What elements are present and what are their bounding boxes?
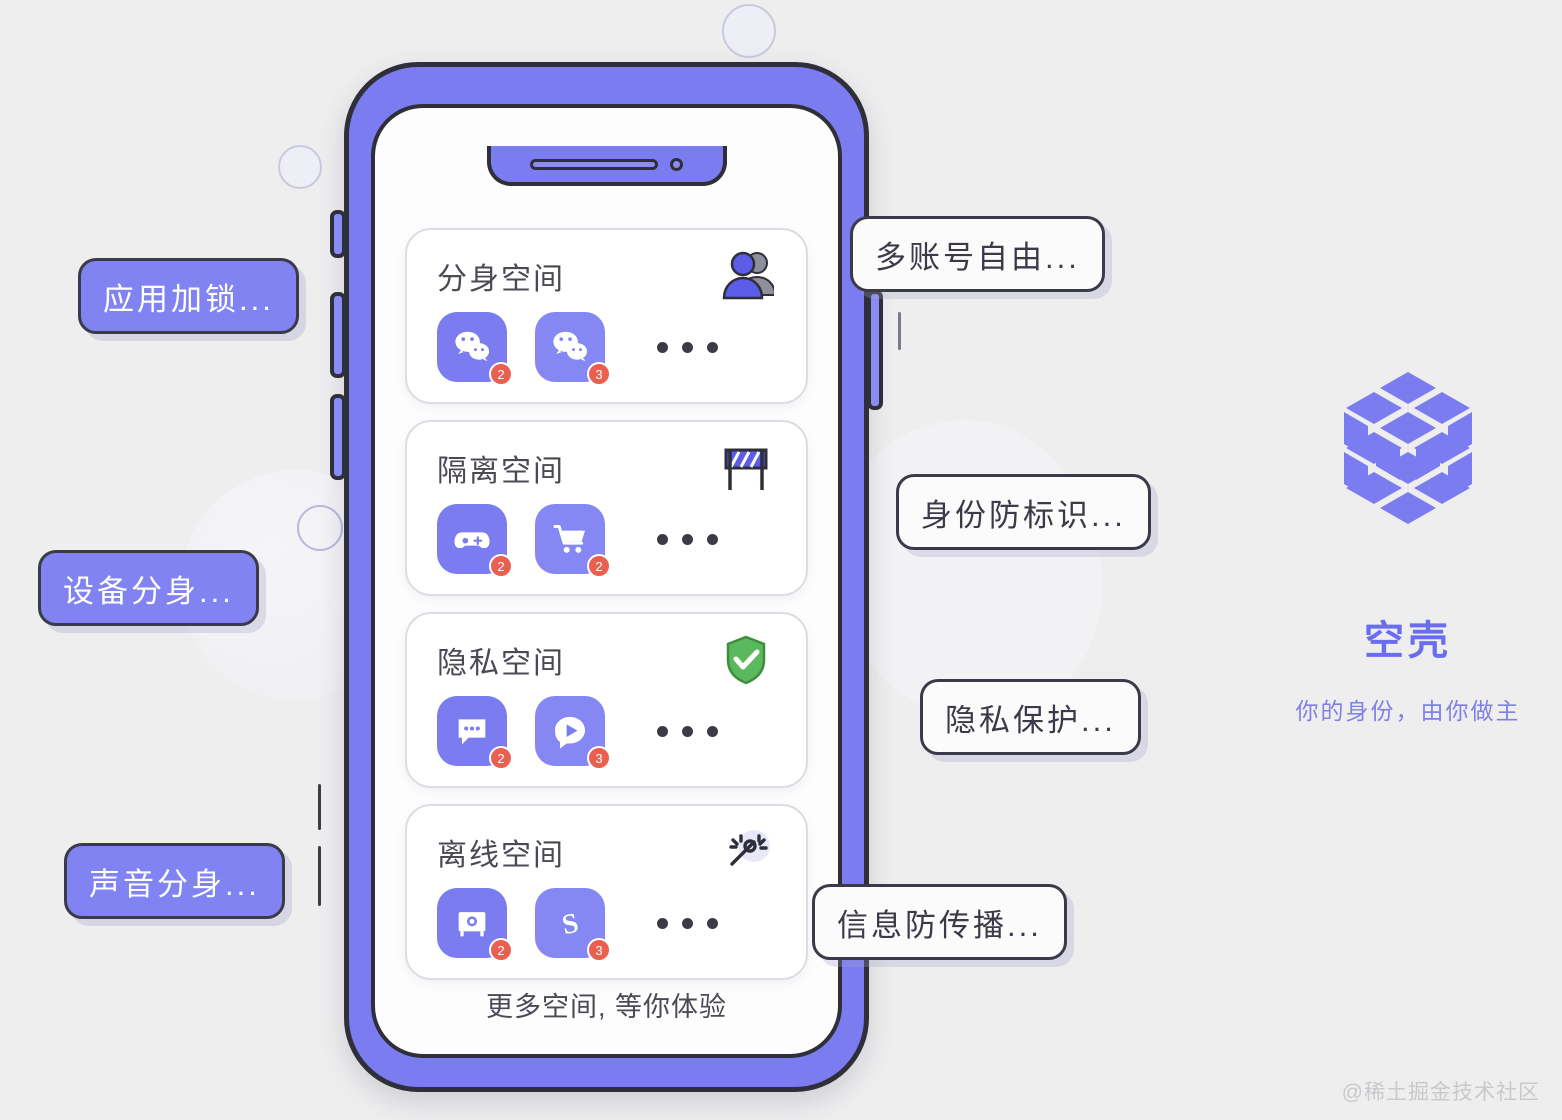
card-title: 隔离空间 bbox=[437, 455, 565, 488]
dual-user-icon bbox=[718, 248, 777, 304]
green-shield-check-icon bbox=[718, 632, 774, 688]
video-play-icon bbox=[555, 716, 585, 749]
app-tile[interactable]: 2 bbox=[437, 696, 513, 770]
no-signal-icon bbox=[718, 824, 774, 880]
callout-voice-clone[interactable]: 声音分身... bbox=[64, 843, 285, 919]
space-card[interactable]: 隐私空间 bbox=[405, 612, 808, 788]
callout-app-lock[interactable]: 应用加锁... bbox=[78, 258, 299, 334]
app-tile[interactable]: 2 bbox=[535, 504, 611, 578]
sogou-s-icon: S bbox=[559, 908, 581, 942]
space-card[interactable]: 分身空间 bbox=[405, 228, 808, 404]
volume-up-button[interactable] bbox=[330, 292, 346, 378]
barrier-icon bbox=[718, 440, 774, 496]
callout-identity-shield[interactable]: 身份防标识... bbox=[896, 474, 1151, 550]
app-tile[interactable]: 2 bbox=[437, 888, 513, 962]
ellipsis-icon[interactable] bbox=[657, 725, 718, 737]
app-row: 2 3 bbox=[437, 696, 778, 770]
phone-mockup: 分身空间 bbox=[330, 62, 883, 1092]
badge-count: 2 bbox=[489, 362, 513, 386]
badge-count: 2 bbox=[489, 938, 513, 962]
badge-count: 2 bbox=[489, 746, 513, 770]
app-tile[interactable]: 3 bbox=[535, 312, 611, 386]
callout-privacy-protection[interactable]: 隐私保护... bbox=[920, 679, 1141, 755]
power-button[interactable] bbox=[867, 290, 883, 410]
badge-count: 3 bbox=[587, 938, 611, 962]
space-card[interactable]: 隔离空间 bbox=[405, 420, 808, 596]
space-card-list: 分身空间 bbox=[405, 228, 808, 980]
badge-count: 2 bbox=[489, 554, 513, 578]
safe-box-icon bbox=[458, 912, 486, 937]
volume-down-button[interactable] bbox=[330, 394, 346, 480]
decorative-circle-top bbox=[722, 4, 776, 58]
app-tile[interactable]: 2 bbox=[437, 312, 513, 386]
brand-name: 空壳 bbox=[1364, 619, 1452, 663]
front-camera-icon bbox=[670, 157, 683, 171]
app-tile[interactable]: 2 bbox=[437, 504, 513, 578]
wechat-icon bbox=[553, 331, 588, 361]
card-title: 分身空间 bbox=[437, 263, 565, 296]
callout-info-anti-spread[interactable]: 信息防传播... bbox=[812, 884, 1067, 960]
ellipsis-icon[interactable] bbox=[657, 341, 718, 353]
speaker-slot-icon bbox=[530, 158, 658, 170]
decorative-circle-mid-left bbox=[297, 505, 343, 551]
callout-multi-account[interactable]: 多账号自由... bbox=[850, 216, 1105, 292]
phone-notch bbox=[486, 146, 727, 186]
mute-switch-button[interactable] bbox=[330, 210, 346, 258]
isometric-cube-logo bbox=[1344, 372, 1472, 524]
app-tile[interactable]: S 3 bbox=[535, 888, 611, 962]
brand-tagline: 你的身份，由你做主 bbox=[1295, 698, 1521, 724]
shopping-cart-icon bbox=[553, 525, 585, 553]
app-row: 2 bbox=[437, 312, 778, 386]
card-title: 离线空间 bbox=[437, 839, 565, 872]
decorative-circle-upper-left bbox=[278, 145, 322, 189]
ellipsis-icon[interactable] bbox=[657, 533, 718, 545]
badge-count: 3 bbox=[587, 362, 611, 386]
decorative-tick-lower bbox=[318, 846, 321, 906]
space-card[interactable]: 离线空间 bbox=[405, 804, 808, 980]
ellipsis-icon[interactable] bbox=[657, 917, 718, 929]
gamepad-icon bbox=[454, 532, 490, 549]
callout-device-clone[interactable]: 设备分身... bbox=[38, 550, 259, 626]
more-spaces-text: 更多空间, 等你体验 bbox=[485, 992, 727, 1022]
app-row: 2 2 bbox=[437, 504, 778, 578]
brand-block: 空壳 你的身份，由你做主 bbox=[1252, 360, 1562, 726]
app-tile[interactable]: 3 bbox=[535, 696, 611, 770]
watermark: @稀土掘金技术社区 bbox=[1341, 1081, 1540, 1104]
phone-screen: 分身空间 bbox=[371, 104, 842, 1058]
app-row: 2 S 3 bbox=[437, 888, 778, 962]
badge-count: 3 bbox=[587, 746, 611, 770]
decorative-tick-upper bbox=[318, 784, 321, 830]
wechat-icon bbox=[455, 331, 490, 361]
decorative-tick-right bbox=[898, 312, 901, 350]
badge-count: 2 bbox=[587, 554, 611, 578]
svg-text:S: S bbox=[559, 908, 581, 942]
chat-bubble-icon bbox=[458, 719, 486, 745]
card-title: 隐私空间 bbox=[437, 647, 565, 680]
